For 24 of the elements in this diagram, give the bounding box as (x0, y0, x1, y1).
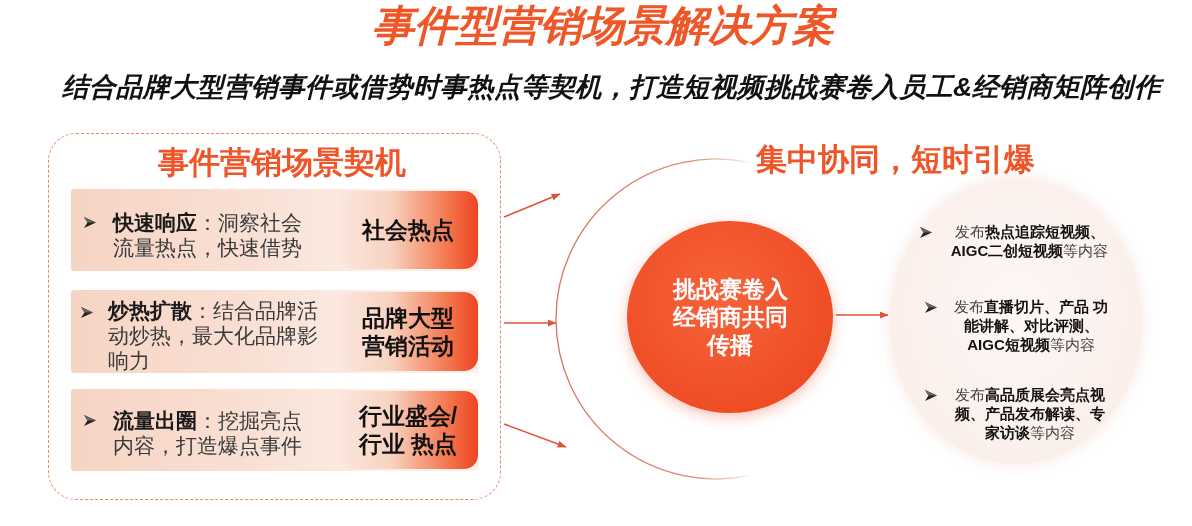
scenario-band (71, 189, 479, 271)
circle-text: 挑战赛卷入经销商共同传播 (671, 275, 789, 359)
bullet-text: 炒热扩散：结合品牌活动炒热，最大化品牌影响力 (108, 298, 319, 373)
tag-text: 品牌大型营销活动 (361, 303, 455, 360)
category-tag (338, 191, 478, 269)
bullet-text: 流量出圈：挖掘亮点内容，打造爆点事件 (113, 408, 303, 458)
tag-text: 社会热点 (362, 216, 454, 244)
section-heading: 集中协同，短时引爆 (756, 144, 1035, 176)
arrow (503, 319, 557, 327)
category-tag (338, 292, 478, 371)
category-tag (338, 391, 478, 469)
arrow (503, 193, 561, 218)
scenario-band (71, 290, 479, 373)
scenario-band (71, 389, 479, 471)
bullet-text: 快速响应：洞察社会流量热点，快速借势 (113, 210, 303, 260)
arrow (503, 423, 567, 448)
bullet-text: 发布热点追踪短视频、AIGC二创短视频等内容 (949, 222, 1110, 260)
dashed-panel (48, 133, 501, 500)
tag-text: 行业盛会/行业 热点 (357, 402, 459, 458)
subtitle-text: 结合品牌大型营销事件或借势时事热点等契机，打造短视频挑战赛卷入员工&经销商矩阵创作 (62, 71, 1162, 103)
arrow (835, 311, 889, 319)
panel-heading: 事件营销场景契机 (158, 145, 406, 181)
bullet-text: 发布高品质展会亮点视频、产品发布解读、专家访谈等内容 (953, 385, 1106, 442)
bullet-text: 发布直播切片、产品 功能讲解、对比评测、AIGC短视频等内容 (952, 297, 1110, 354)
